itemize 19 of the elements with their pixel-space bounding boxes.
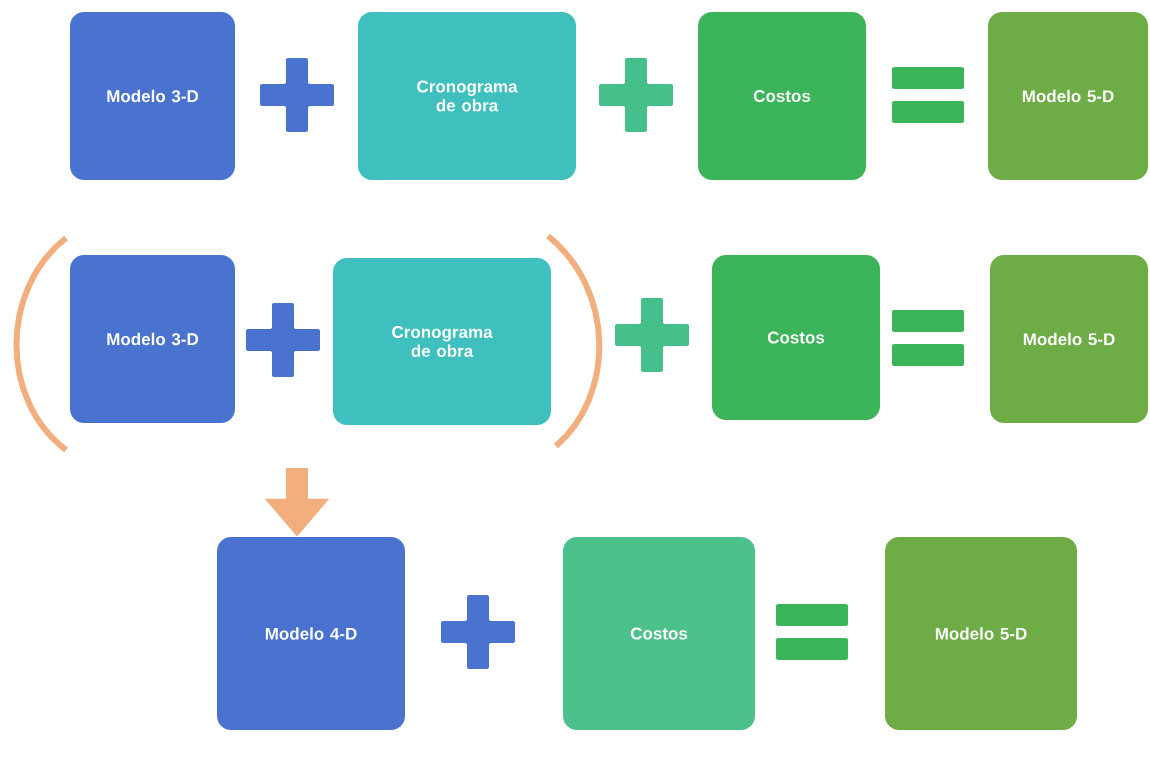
process-box: Cronograma de obra [333,258,551,425]
equals-sign [776,604,848,660]
process-box: Modelo 5-D [990,255,1148,423]
process-box: Modelo 3-D [70,255,235,423]
process-box: Modelo 3-D [70,12,235,180]
equals-sign [892,67,964,123]
plus-sign [615,298,689,372]
plus-sign [246,303,320,377]
plus-sign [260,58,334,132]
process-box: Cronograma de obra [358,12,576,180]
process-box: Costos [563,537,755,730]
process-box: Modelo 4-D [217,537,405,730]
equals-sign [892,310,964,366]
process-box: Costos [698,12,866,180]
plus-sign [441,595,515,669]
process-box: Modelo 5-D [885,537,1077,730]
process-box: Costos [712,255,880,420]
process-box: Modelo 5-D [988,12,1148,180]
plus-sign [599,58,673,132]
